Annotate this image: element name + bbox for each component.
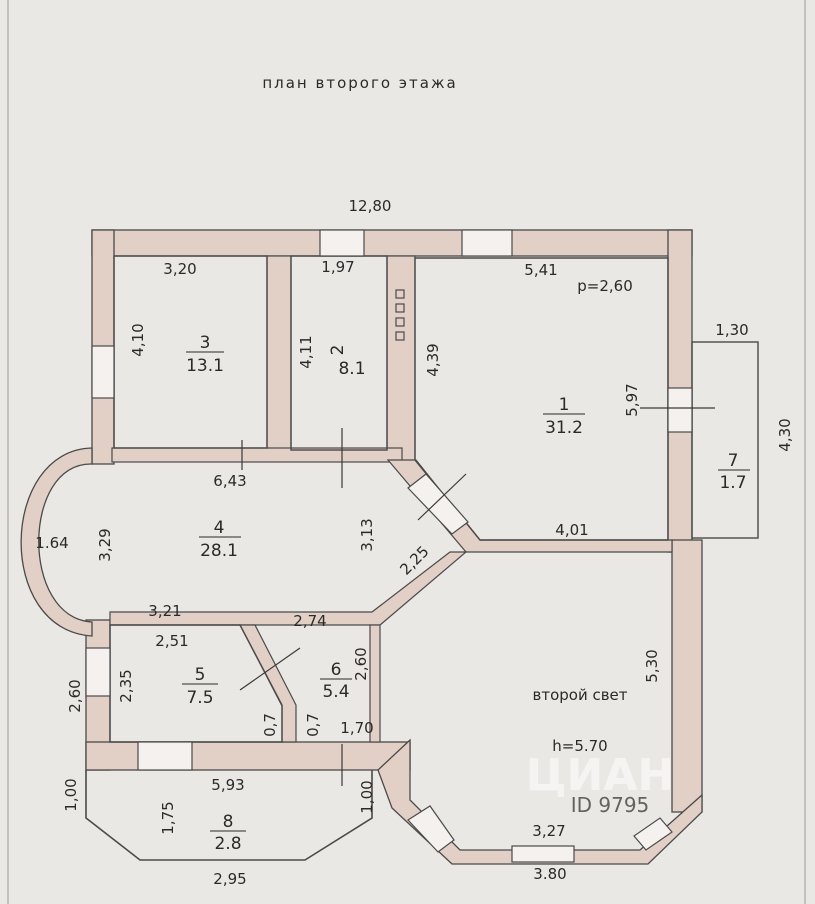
room-8-outline [85, 770, 373, 861]
dim-room6-door: 0,7 [304, 713, 322, 737]
dim-room8-width: 5,93 [211, 776, 244, 794]
stair-marks [395, 289, 405, 341]
dim-room1-height: 4,39 [424, 343, 442, 376]
room-3-label: 3 13.1 [186, 333, 224, 376]
dim-room5-diagonal: 2,74 [293, 612, 326, 630]
dim-room8-depth: 1,75 [159, 801, 177, 834]
room-5-label: 5 7.5 [182, 665, 218, 708]
dim-hall-right: 3,13 [358, 518, 376, 551]
dim-room1-width: 5,41 [524, 261, 557, 279]
room-number: 4 [214, 518, 225, 538]
watermark-brand: ЦИАН [526, 750, 675, 801]
room-labels: 3 13.1 2 8.1 1 31.2 7 1.7 4 28.1 5 7.5 [182, 333, 750, 854]
dim-room3-width: 3,20 [163, 260, 196, 278]
dim-overall-width: 12,80 [349, 197, 392, 215]
room-number: 1 [559, 395, 570, 415]
dim-room1-ceiling: p=2,60 [577, 277, 633, 295]
dim-room2-height: 4,11 [297, 335, 315, 368]
room-7-label: 7 1.7 [718, 451, 750, 493]
dim-room5-height: 2,35 [117, 669, 135, 702]
room-4-label: 4 28.1 [199, 518, 241, 561]
room-6-label: 6 5.4 [320, 660, 352, 702]
room-number: 6 [331, 660, 342, 680]
plan-title: план второго этажа [262, 74, 457, 92]
room-area: 5.4 [322, 682, 349, 702]
dim-lightwell-height: 5,30 [643, 649, 661, 682]
room-area: 13.1 [186, 356, 224, 376]
dim-bay-depth: 1.64 [35, 534, 68, 552]
room-2-label: 2 8.1 [328, 345, 366, 379]
dim-bay-bottom-outer: 3.80 [533, 865, 566, 883]
dim-bay-bottom-inner: 3,27 [532, 822, 565, 840]
balcony-outline [691, 341, 759, 539]
dim-room8-bottom: 2,95 [213, 870, 246, 888]
dim-room8-left: 1,00 [62, 778, 80, 811]
dim-balcony-width: 1,30 [715, 321, 748, 339]
room-number: 8 [223, 812, 234, 832]
dim-room5-door: 0,7 [261, 713, 279, 737]
room-area: 2.8 [214, 834, 241, 854]
dim-room1-side: 5,97 [623, 383, 641, 416]
dim-room8-right: 1,00 [358, 780, 376, 813]
room-area: 1.7 [719, 473, 746, 493]
bay-window-wall [20, 447, 93, 637]
windows [85, 229, 693, 863]
section-lines [239, 407, 715, 786]
dim-hall-top: 6,43 [213, 472, 246, 490]
room-8-label: 8 2.8 [210, 812, 246, 854]
lightwell-label: второй свет [532, 686, 627, 704]
dim-room5-top: 2,51 [155, 632, 188, 650]
dim-balcony-height: 4,30 [776, 418, 794, 451]
dim-hall-bottom: 3,21 [148, 602, 181, 620]
room-area: 31.2 [545, 418, 583, 438]
room-number: 2 [328, 345, 348, 356]
dim-room2-width: 1,97 [321, 258, 354, 276]
dim-room6-width: 1,70 [340, 719, 373, 737]
dim-lightwell-ceiling: h=5.70 [552, 737, 607, 755]
room-number: 5 [195, 665, 206, 685]
room-number: 3 [200, 333, 211, 353]
room-area: 7.5 [186, 688, 213, 708]
dim-room1-bottom: 4,01 [555, 521, 588, 539]
room-1-label: 1 31.2 [543, 395, 585, 438]
dimension-labels: 12,80 3,20 4,10 1,97 4,11 5,41 p=2,60 4,… [35, 197, 794, 888]
room-number: 7 [728, 451, 739, 471]
watermark-id: ID 9795 [571, 793, 650, 817]
dim-room6-height: 2,60 [352, 647, 370, 680]
room-area: 28.1 [200, 541, 238, 561]
dim-hall-left: 3,29 [96, 528, 114, 561]
room-area: 8.1 [338, 359, 365, 379]
dim-room3-height: 4,10 [129, 323, 147, 356]
dim-wall-left-lower: 2,60 [66, 679, 84, 712]
